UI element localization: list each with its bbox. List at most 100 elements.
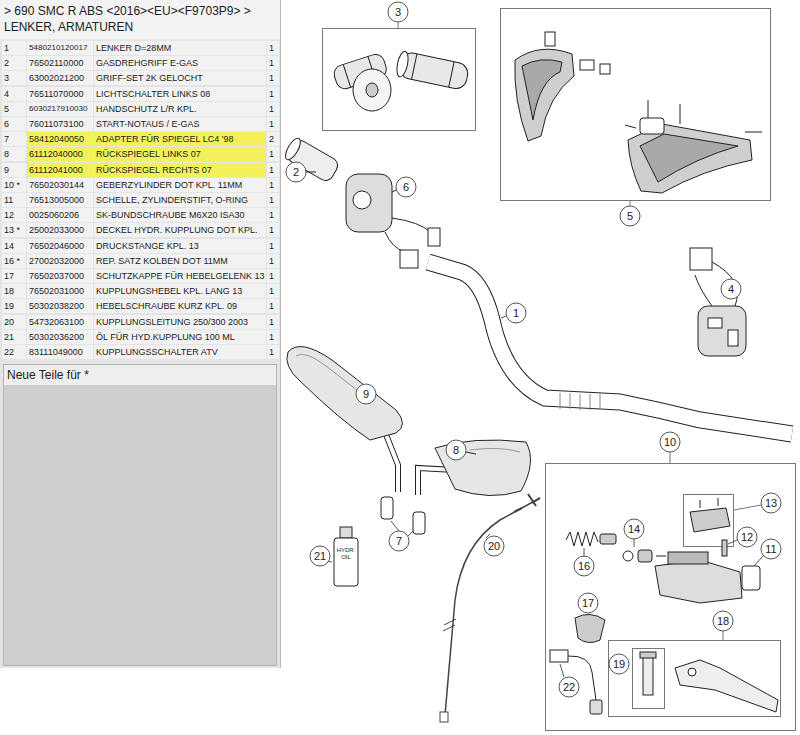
master-cylinder-parts (655, 560, 742, 603)
table-cell: 25002033000 (27, 223, 93, 237)
table-cell: 8 (2, 147, 26, 161)
callout-circle (609, 654, 629, 674)
grip-set (332, 50, 470, 111)
grip-set (398, 51, 470, 91)
table-cell: DRUCKSTANGE KPL. 13 (94, 239, 266, 253)
callout-circle (389, 531, 409, 551)
callout-number: 11 (761, 542, 781, 556)
master-cylinder-parts (623, 551, 633, 561)
grip-set (343, 64, 350, 87)
table-cell: 1 (2, 41, 26, 55)
callout-number: 16 (574, 559, 594, 573)
throttle-grip (283, 136, 341, 183)
master-cylinder-box (684, 495, 734, 547)
callout-circle (761, 493, 781, 513)
table-cell: 3 (2, 71, 26, 85)
callout-circle (620, 206, 640, 226)
master-cylinder-parts (550, 650, 568, 662)
table-cell: 22 (2, 345, 26, 359)
table-cell: 1 (267, 330, 279, 344)
table-cell: 61112041000 (27, 163, 93, 177)
light-switch (698, 306, 746, 356)
table-cell: 27002032000 (27, 254, 93, 268)
callout-circles (286, 2, 781, 697)
master-cylinder-box (609, 641, 781, 717)
table-cell: 76502030144 (27, 178, 93, 192)
clutch-line (440, 494, 540, 722)
callout-circle (574, 556, 594, 576)
handguards (640, 118, 664, 134)
table-cell: 1 (267, 102, 279, 116)
table-cell: 6 (2, 117, 26, 131)
table-cell: 5480210120017 (27, 41, 93, 55)
table-cell: GEBERZYLINDER DOT KPL. 11MM (94, 178, 266, 192)
table-cell: 20 (2, 315, 26, 329)
left-panel-ground (280, 0, 281, 668)
master-cylinder-parts (643, 655, 653, 695)
table-cell: RÜCKSPIEGEL LINKS 07 (94, 147, 266, 161)
stop-switch (385, 232, 405, 252)
table-cell: 58412040050 (27, 132, 93, 146)
callout-number: 18 (713, 614, 733, 628)
table-cell: 1 (267, 147, 279, 161)
handguard-box (501, 9, 771, 201)
stop-switch (428, 228, 440, 246)
info-panel: Neue Teile für * (3, 364, 277, 666)
callout-number: 13 (761, 496, 781, 510)
light-switch (728, 330, 738, 346)
table-cell: 76502031000 (27, 284, 93, 298)
callout-number: 19 (609, 657, 629, 671)
table-cell: GRIFF-SET 2K GELOCHT (94, 71, 266, 85)
callout-circle (286, 162, 306, 182)
master-cylinder-box (670, 452, 671, 463)
handguards (522, 60, 562, 120)
handguards (515, 32, 762, 193)
light-switch (708, 318, 722, 328)
table-cell: 1 (267, 345, 279, 359)
page-title: > 690 SMC R ABS <2016><EU><F9703P9> > LE… (4, 3, 270, 35)
callout-circle (713, 611, 733, 631)
handguards (640, 134, 738, 182)
table-cell: 76513005000 (27, 193, 93, 207)
callout-circle (721, 279, 741, 299)
table-cell: 6030217910030 (27, 102, 93, 116)
table-cell: KUPPLUNGSHEBEL KPL. LANG 13 (94, 284, 266, 298)
grip-set-box (323, 29, 476, 131)
master-cylinder-parts (754, 556, 763, 566)
table-cell: REP. SATZ KOLBEN DOT 11MM (94, 254, 266, 268)
table-cell: 17 (2, 269, 26, 283)
master-cylinder-parts (675, 660, 778, 712)
left-panel-ground (0, 0, 280, 668)
table-cell: ÖL FÜR HYD.KUPPLUNG 100 ML (94, 330, 266, 344)
table-cell: 1 (267, 254, 279, 268)
table-cell: START-NOTAUS / E-GAS (94, 117, 266, 131)
table-cell: 1 (267, 163, 279, 177)
handlebar (428, 262, 792, 434)
grip-set (353, 69, 391, 111)
grip-set (395, 50, 410, 78)
panel-heading: Neue Teile für * (4, 365, 276, 385)
table-cell: 83111049000 (27, 345, 93, 359)
handguards (648, 100, 649, 118)
clutch-line (514, 494, 540, 512)
handguards (515, 49, 574, 141)
table-cell: 76502046000 (27, 239, 93, 253)
mirror-left (296, 354, 362, 394)
table-cell: 1 (267, 239, 279, 253)
table-cell: 76502037000 (27, 269, 93, 283)
master-cylinder-parts (634, 539, 635, 547)
table-cell: RÜCKSPIEGEL RECHTS 07 (94, 163, 266, 177)
clutch-line (440, 712, 448, 722)
grip-set (395, 50, 470, 90)
master-cylinder-parts (722, 540, 727, 556)
master-cylinder-parts (688, 668, 696, 676)
master-cylinder-parts (590, 700, 602, 714)
callout-circle (761, 539, 781, 559)
table-cell: 21 (2, 330, 26, 344)
mirror-left (287, 347, 403, 440)
master-cylinder-parts (728, 540, 737, 544)
table-cell: KUPPLUNGSLEITUNG 250/300 2003 (94, 315, 266, 329)
mirror-adapters (408, 531, 413, 536)
callout-number: 3 (388, 5, 408, 19)
